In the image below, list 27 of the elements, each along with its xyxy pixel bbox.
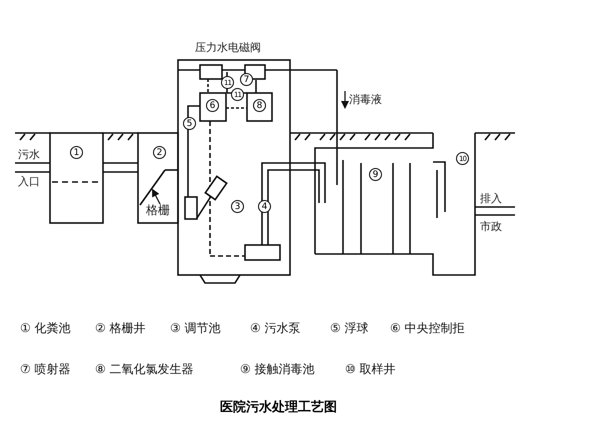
label-text: 污水 [18,148,40,161]
callout-number: 1 [70,146,83,159]
legend-entry: ⑨ 接触消毒池 [240,361,315,378]
legend-entry: ⑦ 喷射器 [20,361,71,378]
legend-entry: ① 化粪池 [20,320,71,337]
callout-number: 5 [183,117,196,130]
callout-number: 9 [369,168,382,181]
label-text: 入口 [18,175,40,188]
legend-entry: ④ 污水泵 [250,320,301,337]
callout-number: 2 [153,146,166,159]
callout-number: 3 [231,200,244,213]
legend-entry: ② 格栅井 [95,320,146,337]
legend-entry: ⑥ 中央控制拒 [390,320,465,337]
callout-number: 4 [258,200,271,213]
legend-entry: ⑧ 二氧化氯发生器 [95,361,194,378]
label-text: 市政 [480,220,502,233]
callout-number: 7 [240,73,253,86]
label-text: 压力水电磁阀 [195,41,261,54]
label-text: 格栅 [146,204,170,217]
label-text: 排入 [480,192,502,205]
label-text: 消毒液 [349,93,382,106]
caption: 医院污水处理工艺图 [220,398,337,416]
legend-entry: ③ 调节池 [170,320,221,337]
grate-bar [139,170,166,206]
legend-entry: ⑩ 取样井 [345,361,396,378]
legend-entry: ⑤ 浮球 [330,320,369,337]
leader-line [152,188,161,204]
